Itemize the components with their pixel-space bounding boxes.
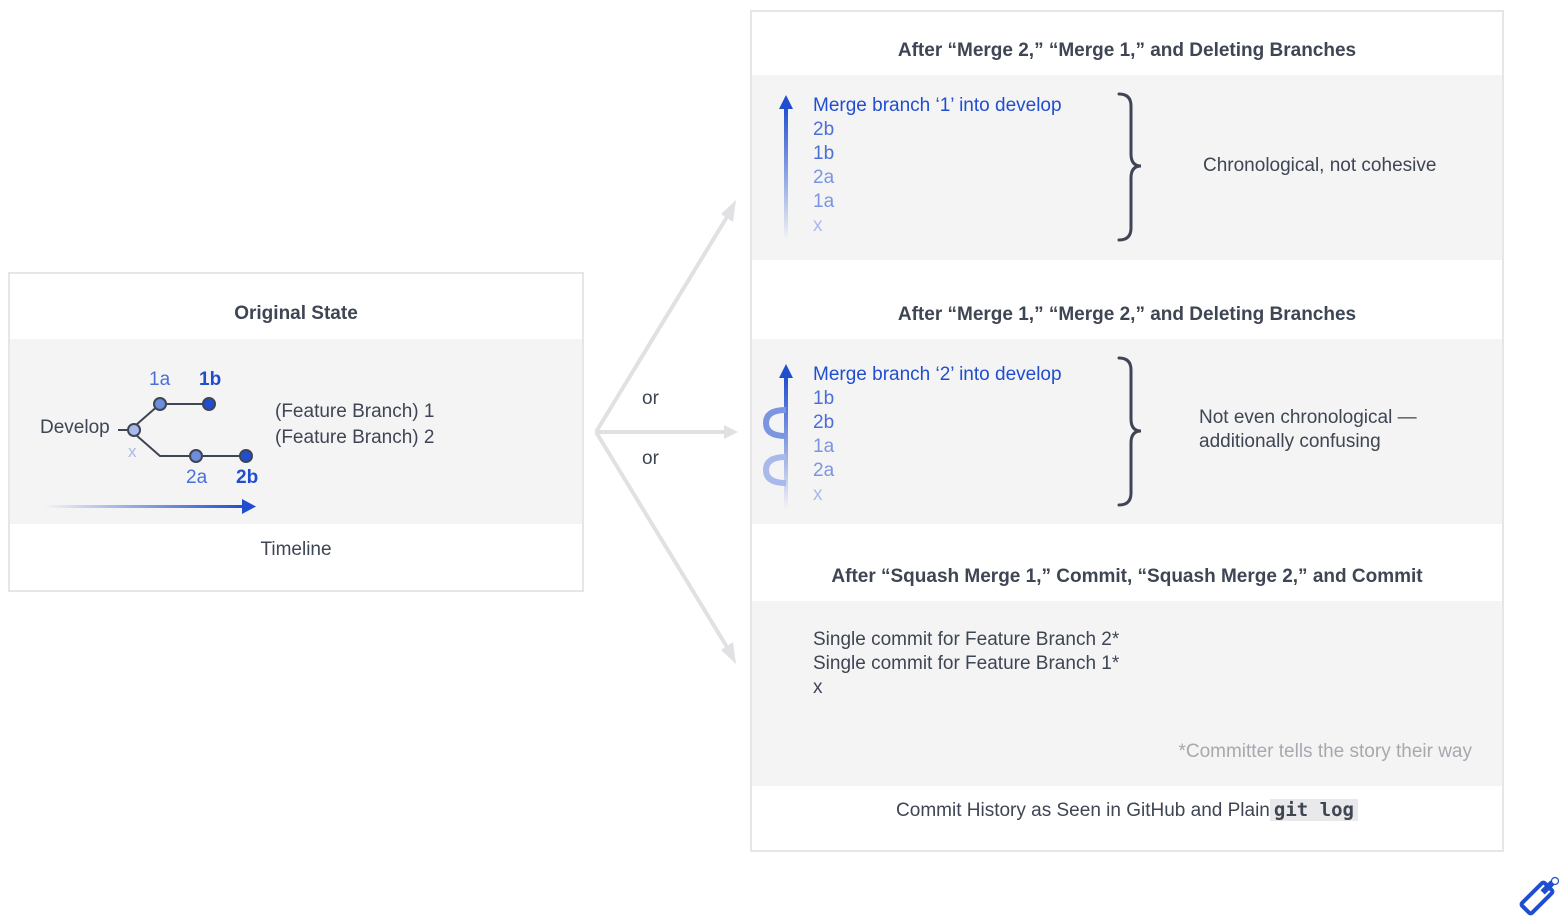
arrow-up-head [779,95,793,109]
or-label-bottom: or [642,448,659,469]
branch-2-label: (Feature Branch) 2 [275,427,435,448]
scenario-2-commit-5: x [813,484,823,505]
scenario-1-commit-2: 1b [813,143,835,164]
scenario-2-commit-2: 2b [813,412,835,433]
arrow-head-2 [724,425,738,439]
arrow-up-icon [784,106,788,240]
arrow-up-head [779,364,793,378]
arrow-head-1 [721,200,736,222]
scenario-2-commit-4: 2a [813,460,835,481]
footer-code: git log [1269,799,1358,821]
scenario-1-commit-4: 1a [813,191,835,212]
scenario-1-commit-0: Merge branch ‘1’ into develop [813,95,1062,116]
footer-caption: Commit History as Seen in GitHub and Pla… [896,800,1270,821]
scenario-1-commit-3: 2a [813,167,835,188]
branch-1-label: (Feature Branch) 1 [275,401,435,422]
scenario-1-note: Chronological, not cohesive [1203,155,1437,176]
develop-label: Develop [40,417,110,438]
scenario-3-title: After “Squash Merge 1,” Commit, “Squash … [831,566,1423,587]
branch-2-line [135,434,246,457]
brace-icon [1117,92,1142,242]
footer-caption-row: Commit History as Seen in GitHub and Pla… [752,798,1502,823]
original-state-title: Original State [234,303,358,324]
commit-2b-label: 2b [236,467,259,488]
scenario-3-commit-0: Single commit for Feature Branch 2* [813,629,1120,650]
scenario-2-title: After “Merge 1,” “Merge 2,” and Deleting… [897,304,1357,325]
scenario-2-commit-1: 1b [813,388,835,409]
scenario-3-footnote: *Committer tells the story their way [1178,741,1472,762]
commit-x-node [127,423,141,437]
arrow-to-scenario-1 [594,210,732,434]
scenario-1-commit-1: 2b [813,119,835,140]
scenario-3-commit-1: Single commit for Feature Branch 1* [813,653,1120,674]
commit-1b-label: 1b [199,369,222,390]
timeline-arrow [44,505,244,508]
scenario-2-commit-0: Merge branch ‘2’ into develop [813,364,1062,385]
timeline-arrow-head [242,499,256,514]
timeline-label: Timeline [260,539,332,560]
scenario-2-note-line-1: Not even chronological — [1199,407,1417,428]
scenario-2-commit-3: 1a [813,436,835,457]
scenario-3-commit-2: x [813,677,823,698]
scenario-1-area [752,75,1502,260]
commit-x-label: x [128,442,137,461]
arrow-to-scenario-3 [594,430,732,654]
scenario-1-title: After “Merge 2,” “Merge 1,” and Deleting… [897,40,1357,61]
loop-icon [762,454,787,486]
scenario-3-area [752,601,1502,786]
commit-1a-node [153,397,167,411]
commit-2a-node [189,449,203,463]
scenario-2-area [752,339,1502,524]
original-state-diagram-area [10,339,582,524]
loop-icon [762,407,787,439]
scenario-2-note-line-2: additionally confusing [1199,431,1381,452]
commit-2b-node [239,449,253,463]
arrow-head-3 [721,642,736,664]
commit-1a-label: 1a [149,369,171,390]
or-label-top: or [642,388,659,409]
commit-1b-node [202,397,216,411]
commit-2a-label: 2a [186,467,208,488]
scenario-1-commit-5: x [813,215,823,236]
arrow-up-icon [784,376,788,510]
brace-icon [1117,356,1142,507]
